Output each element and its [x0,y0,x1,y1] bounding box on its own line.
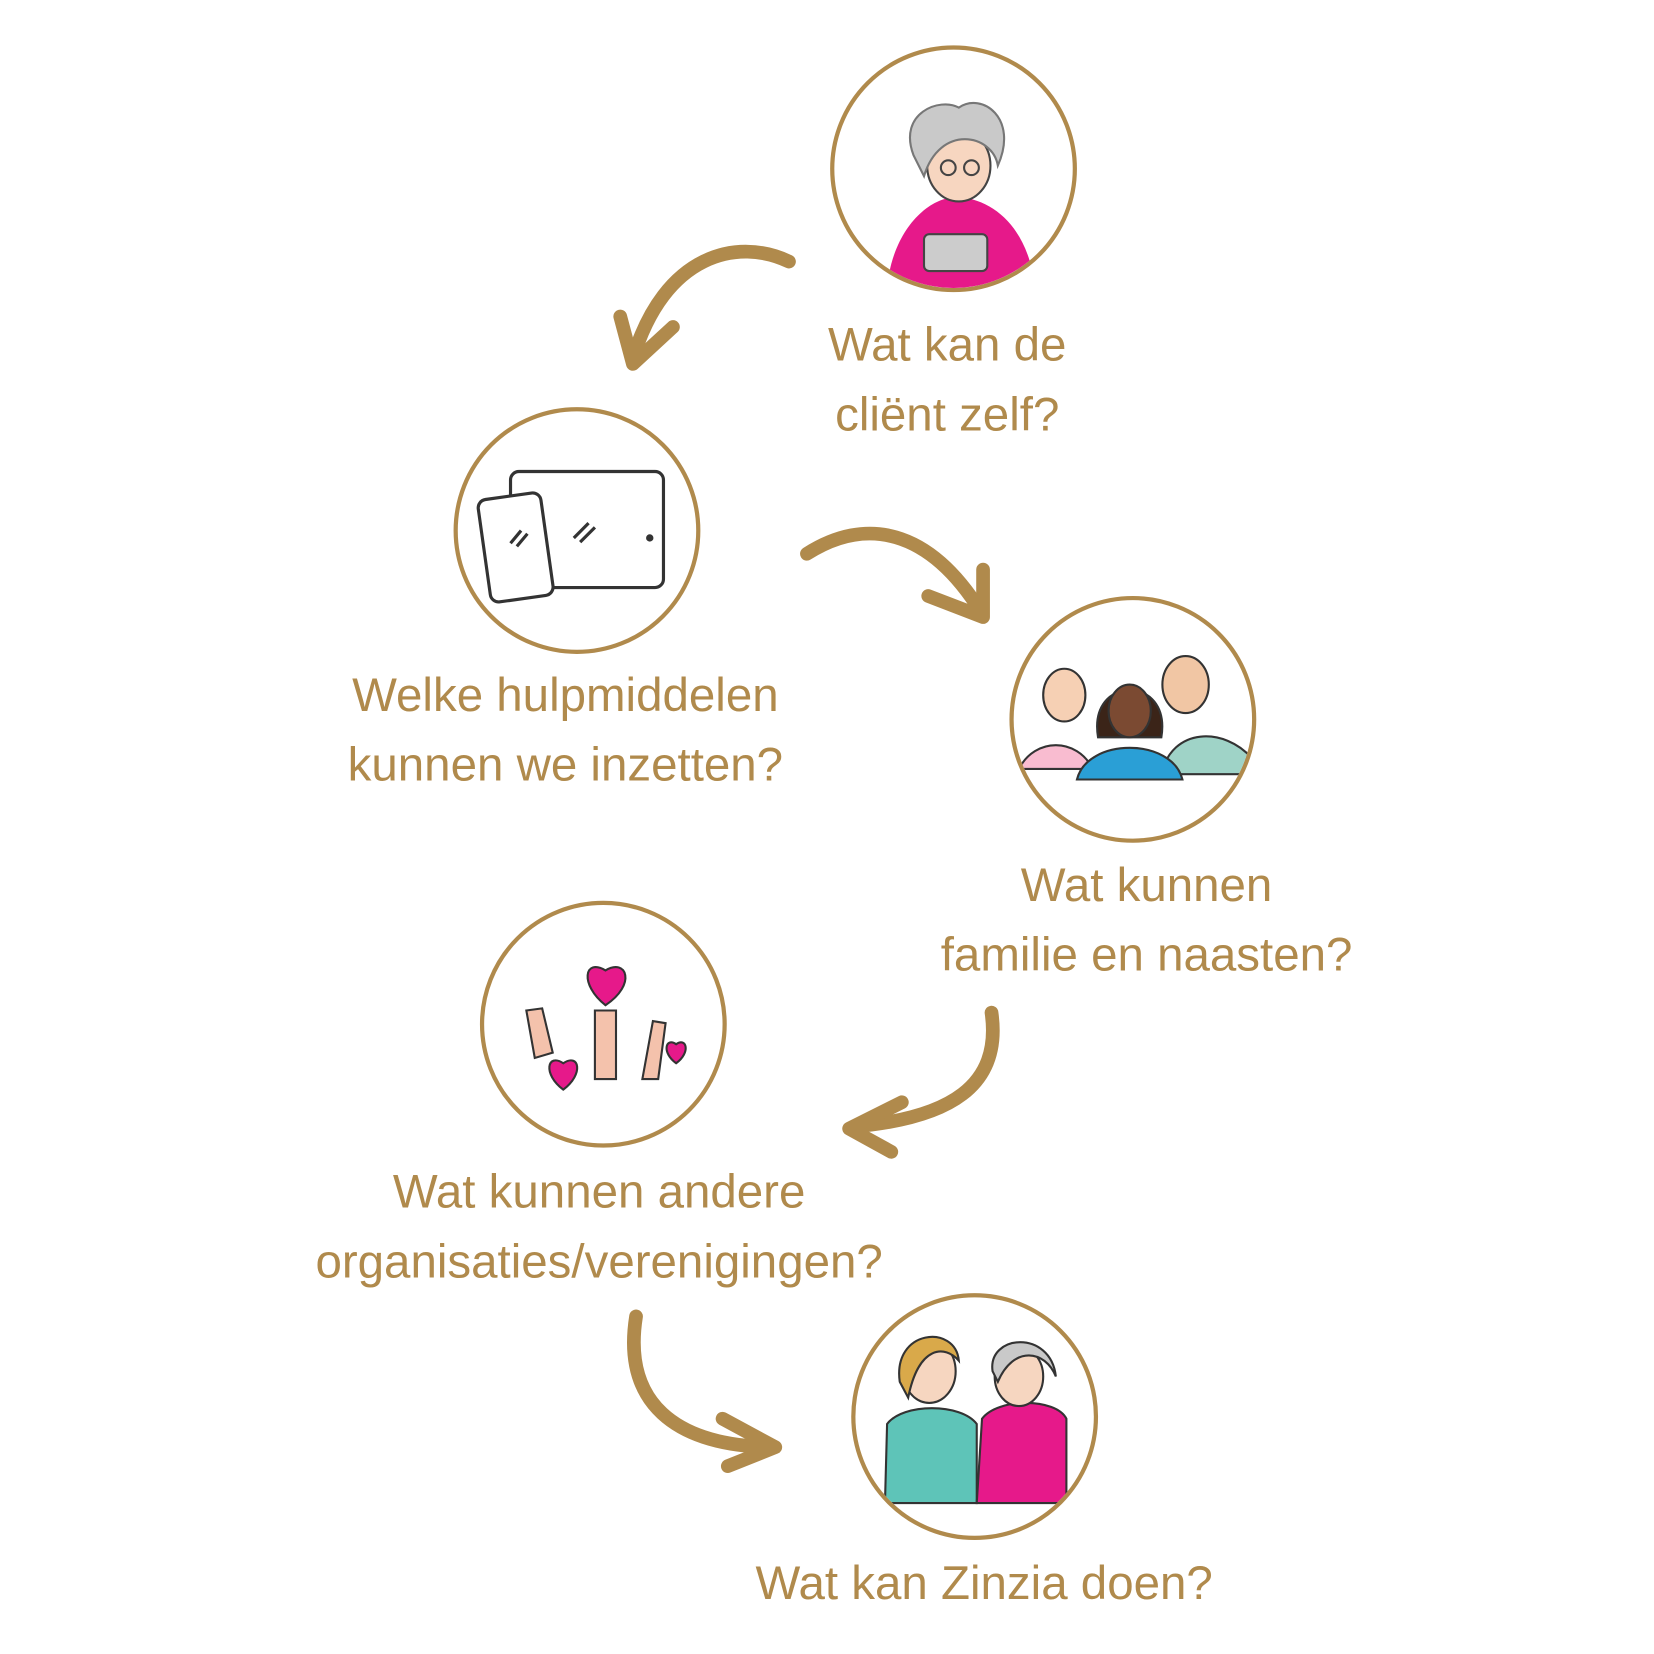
step-5-label: Wat kan Zinzia doen? [755,1548,1212,1618]
label-line: Welke hulpmiddelen [352,667,779,722]
label-line: organisaties/verenigingen? [315,1234,883,1288]
label-line: familie en naasten? [940,927,1353,981]
family-group-icon [1017,655,1253,781]
label-line: Wat kunnen andere [392,1164,806,1219]
step-3-image [1009,595,1257,843]
label-line: Wat kunnen [1020,857,1273,912]
label-line: Wat kan Zinzia doen? [755,1555,1213,1610]
elderly-woman-icon [887,102,1035,288]
label-line: Wat kan de [828,317,1067,372]
phone-tablet-icon [476,469,666,604]
hands-hearts-icon [525,966,687,1091]
step-4-image [479,900,727,1148]
arrow-1-icon [613,244,796,371]
step-2-image [453,407,701,654]
label-line: kunnen we inzetten? [347,737,784,792]
label-line: cliënt zelf? [835,387,1060,441]
arrow-4-icon [627,1309,783,1474]
arrow-2-icon [800,526,990,624]
step-4-label: Wat kunnen andere organisaties/verenigin… [315,1157,882,1296]
step-2-label: Welke hulpmiddelen kunnen we inzetten? [348,660,783,799]
step-1-image [830,45,1077,293]
step-1-label: Wat kan de cliënt zelf? [828,310,1066,449]
caregiver-and-client-icon [883,1336,1068,1505]
arrow-3-icon [842,1005,1000,1159]
step-5-image [851,1293,1099,1541]
step-3-label: Wat kunnen familie en naasten? [941,850,1353,989]
